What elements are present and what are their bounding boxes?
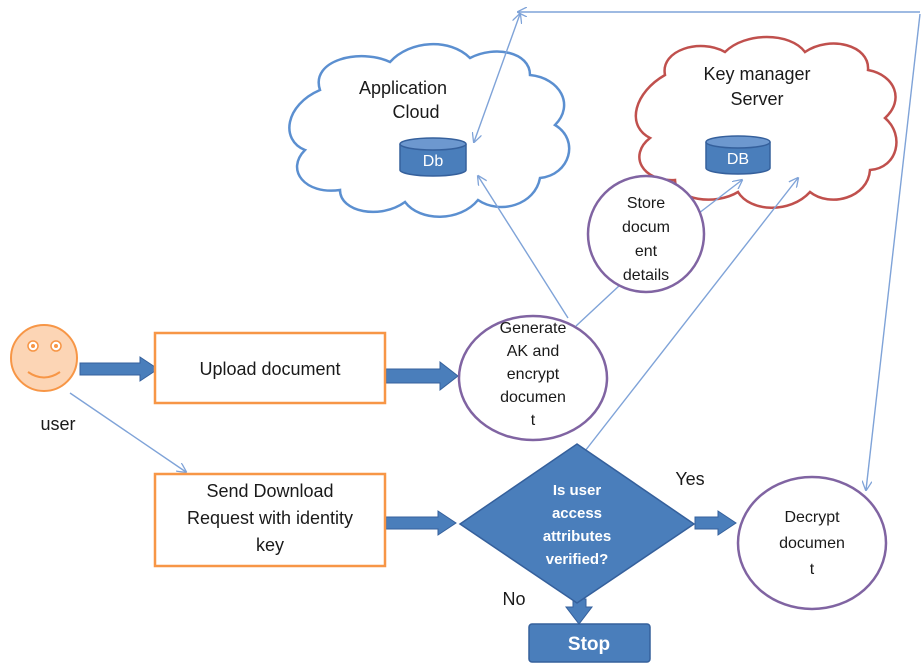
- decision-to-decrypt-arrow: [694, 510, 737, 536]
- application-cloud: Application Cloud Db: [288, 43, 571, 218]
- user-label: user: [40, 414, 75, 434]
- decrypt-line3: t: [810, 561, 815, 578]
- user-actor: user: [10, 324, 78, 434]
- decision-line3: attributes: [543, 528, 611, 545]
- decision-line2: access: [552, 505, 602, 522]
- user-to-upload-arrow: [79, 356, 159, 382]
- no-label: No: [502, 589, 525, 609]
- key-manager-cloud: Key manager Server DB: [634, 35, 898, 209]
- generate-line1: Generate: [500, 320, 567, 337]
- download-request-line3: key: [256, 535, 284, 555]
- decrypt-line1: Decrypt: [784, 509, 840, 526]
- stop-terminal: Stop: [528, 623, 651, 663]
- download-request-box: Send Download Request with identity key: [153, 472, 387, 568]
- decision-diamond: Is user access attributes verified?: [458, 443, 696, 604]
- store-details-circle: Store docum ent details: [586, 174, 706, 294]
- decrypt-line2: documen: [779, 535, 845, 552]
- stop-label: Stop: [568, 634, 610, 655]
- app-cloud-top-arrow: [474, 14, 520, 142]
- upload-document-box: Upload document: [153, 331, 387, 405]
- block-arrows: [79, 356, 737, 625]
- key-db-icon: DB: [705, 135, 771, 175]
- download-request-line1: Send Download: [206, 481, 333, 501]
- upload-to-generate-arrow: [385, 360, 459, 392]
- key-cloud-title-line2: Server: [730, 89, 783, 109]
- decision-line4: verified?: [546, 551, 609, 568]
- yes-label: Yes: [675, 469, 704, 489]
- store-line2: docum: [622, 219, 670, 236]
- app-db-icon: Db: [399, 137, 467, 177]
- decrypt-circle: Decrypt documen t: [736, 475, 888, 611]
- application-cloud-shape: [288, 43, 571, 218]
- decision-line1: Is user: [553, 482, 602, 499]
- key-manager-cloud-shape: [634, 35, 898, 209]
- generate-line4: documen: [500, 389, 566, 406]
- store-line3: ent: [635, 243, 658, 260]
- key-cloud-title-line1: Key manager: [703, 64, 810, 84]
- generate-ak-circle: Generate AK and encrypt documen t: [457, 314, 609, 442]
- store-line4: details: [623, 267, 669, 284]
- upload-document-label: Upload document: [199, 359, 340, 379]
- smiley-icon: [10, 324, 78, 392]
- decision-to-stop-arrow: [564, 598, 594, 625]
- user-to-download-arrow: [69, 392, 186, 472]
- generate-line5: t: [531, 412, 536, 429]
- app-cloud-title-line2: Cloud: [392, 102, 439, 122]
- decision-key-server-arrow: [578, 178, 798, 460]
- generate-to-store-line: [575, 284, 621, 327]
- key-db-label: DB: [727, 151, 749, 168]
- download-to-decision-arrow: [385, 510, 457, 536]
- app-db-label: Db: [423, 153, 444, 170]
- generate-line3: encrypt: [507, 366, 560, 383]
- download-request-line2: Request with identity: [187, 508, 353, 528]
- app-cloud-title-line1: Application: [359, 78, 447, 98]
- store-line1: Store: [627, 195, 665, 212]
- generate-line2: AK and: [507, 343, 559, 360]
- generate-to-app-cloud-arrow: [478, 176, 569, 319]
- right-link-arrow: [866, 13, 921, 490]
